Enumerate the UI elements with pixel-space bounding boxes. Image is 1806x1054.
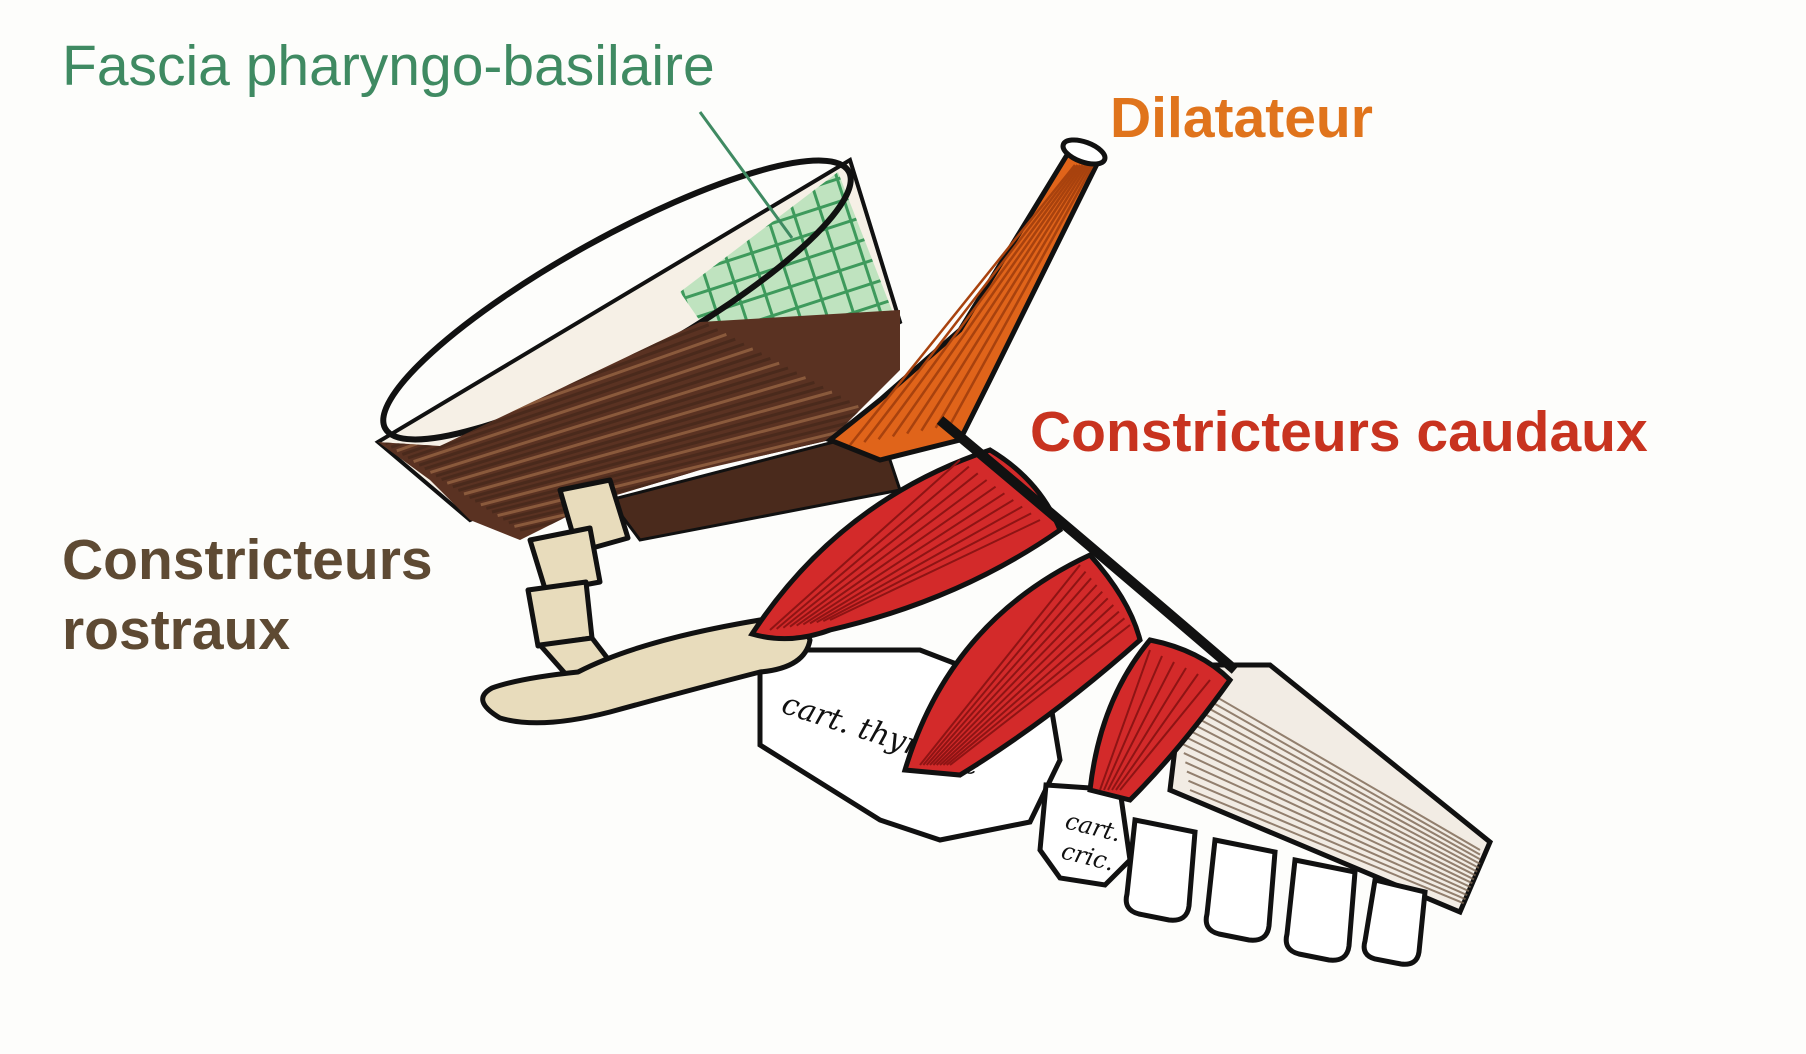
tracheal-ring bbox=[1203, 837, 1278, 943]
caudal-muscle-fiber bbox=[1107, 661, 1175, 791]
caudal-muscle-fiber bbox=[932, 590, 1103, 766]
esophagus-fiber bbox=[1186, 770, 1481, 902]
rostral-muscle-fiber bbox=[486, 409, 868, 510]
rostral-muscle-fiber bbox=[480, 404, 859, 507]
rostral-muscle-fiber bbox=[463, 390, 833, 496]
rostral-muscle-fiber bbox=[407, 342, 745, 460]
label-fascia-pharyngo-basilaire: Fascia pharyngo-basilaire bbox=[62, 34, 715, 98]
caudal-muscle-fiber bbox=[782, 472, 979, 629]
caudal-muscle-fiber bbox=[919, 564, 1081, 766]
esophagus-fiber bbox=[1172, 687, 1481, 861]
rostral-muscle-fiber bbox=[429, 361, 780, 474]
rostral-muscle-fiber bbox=[413, 347, 754, 464]
caudal-muscle-fiber bbox=[776, 465, 970, 630]
caudal-muscle-fiber bbox=[1099, 649, 1151, 791]
hyoid-bone bbox=[480, 477, 813, 726]
pharyngeal-funnel bbox=[374, 156, 903, 523]
dilator-muscle-fiber bbox=[891, 164, 1084, 438]
caudal-muscle-fiber bbox=[1103, 655, 1163, 791]
tracheal-ring bbox=[1361, 876, 1428, 967]
rostral-muscle-fiber bbox=[446, 376, 807, 485]
caudal-muscle-fiber bbox=[1115, 673, 1199, 791]
esophagus-fiber bbox=[1180, 733, 1481, 884]
label-constricteurs-rostraux-line1: Constricteurs bbox=[62, 528, 433, 592]
cricoid-cartilage: cart. cric. bbox=[1037, 782, 1133, 888]
caudal-muscle-fiber bbox=[769, 459, 961, 631]
label-dilatateur: Dilatateur bbox=[1110, 86, 1373, 150]
rostral-muscle-fiber bbox=[435, 366, 789, 478]
caudal-muscle-fiber bbox=[946, 617, 1126, 766]
rostral-muscle-fiber bbox=[457, 385, 824, 492]
esophagus-fiber bbox=[1174, 696, 1481, 865]
caudal-muscle-fiber bbox=[829, 519, 1041, 621]
caudal-muscle-fiber bbox=[949, 624, 1131, 766]
esophagus bbox=[1123, 662, 1494, 967]
dilator-muscle-fiber bbox=[877, 164, 1082, 441]
esophagus-fiber bbox=[1189, 789, 1481, 911]
caudal-muscle-fiber bbox=[925, 577, 1092, 766]
rostral-muscle-fiber bbox=[441, 371, 798, 482]
esophagus-fiber bbox=[1184, 761, 1481, 898]
dilator-muscle-fiber bbox=[849, 164, 1076, 446]
esophagus-fiber bbox=[1170, 669, 1481, 851]
label-constricteurs-rostraux: Constricteurs rostraux bbox=[62, 526, 433, 665]
caudal-muscle-fiber bbox=[809, 499, 1014, 625]
esophagus-fiber bbox=[1177, 715, 1481, 874]
caudal-muscle-fiber bbox=[816, 505, 1023, 624]
hyoid-segment bbox=[525, 579, 595, 649]
dilator-muscle-fiber bbox=[863, 164, 1079, 443]
fascia-leader-line bbox=[698, 111, 794, 239]
caudal-muscle-fiber bbox=[1119, 679, 1211, 791]
dilator-muscle bbox=[825, 137, 1108, 463]
esophagus-fiber bbox=[1171, 678, 1481, 856]
esophagus-fiber bbox=[1178, 724, 1481, 879]
caudal-muscle-fiber bbox=[922, 571, 1087, 766]
hyoid-segment bbox=[527, 525, 603, 595]
label-constricteurs-caudaux: Constricteurs caudaux bbox=[1030, 400, 1648, 464]
rostral-muscle-fiber bbox=[474, 400, 850, 503]
caudal-muscle-fiber bbox=[939, 604, 1115, 766]
label-constricteurs-rostraux-line2: rostraux bbox=[62, 597, 291, 662]
esophagus-fiber bbox=[1175, 706, 1481, 870]
rostral-muscle-fiber bbox=[452, 380, 815, 489]
caudal-muscle-fiber bbox=[942, 610, 1120, 766]
caudal-muscle-fiber bbox=[935, 597, 1109, 766]
rostral-muscle-fiber bbox=[469, 395, 842, 500]
caudal-muscle-fiber bbox=[796, 485, 997, 627]
tracheal-ring bbox=[1283, 857, 1358, 963]
caudal-dorsal-border bbox=[936, 416, 1239, 674]
dilator-muscle-fiber bbox=[934, 164, 1092, 429]
caudal-muscle-fiber bbox=[802, 492, 1005, 626]
rostral-muscle-fiber bbox=[418, 352, 763, 467]
tracheal-rings bbox=[1123, 817, 1428, 967]
rostral-muscle-fiber bbox=[491, 414, 877, 514]
caudal-constrictor-lower bbox=[1087, 637, 1234, 803]
dilator-muscle-fiber bbox=[906, 164, 1087, 435]
dilator-tendon-end bbox=[1060, 137, 1108, 167]
hyoid-body bbox=[480, 616, 813, 726]
tracheal-ring bbox=[1123, 817, 1198, 923]
esophagus-fiber bbox=[1188, 779, 1481, 907]
caudal-muscle-fiber bbox=[929, 584, 1098, 766]
caudal-muscle-fiber bbox=[789, 479, 988, 628]
esophagus-fiber bbox=[1183, 752, 1481, 893]
caudal-muscle-fiber bbox=[1111, 667, 1187, 791]
caudal-constrictors bbox=[748, 416, 1239, 803]
rostral-muscle-fiber bbox=[424, 356, 771, 471]
esophagus-fiber bbox=[1181, 742, 1481, 888]
caudal-muscle-fiber bbox=[822, 512, 1032, 622]
dilator-muscle-fiber bbox=[948, 164, 1095, 426]
dilator-muscle-fiber bbox=[920, 164, 1089, 432]
